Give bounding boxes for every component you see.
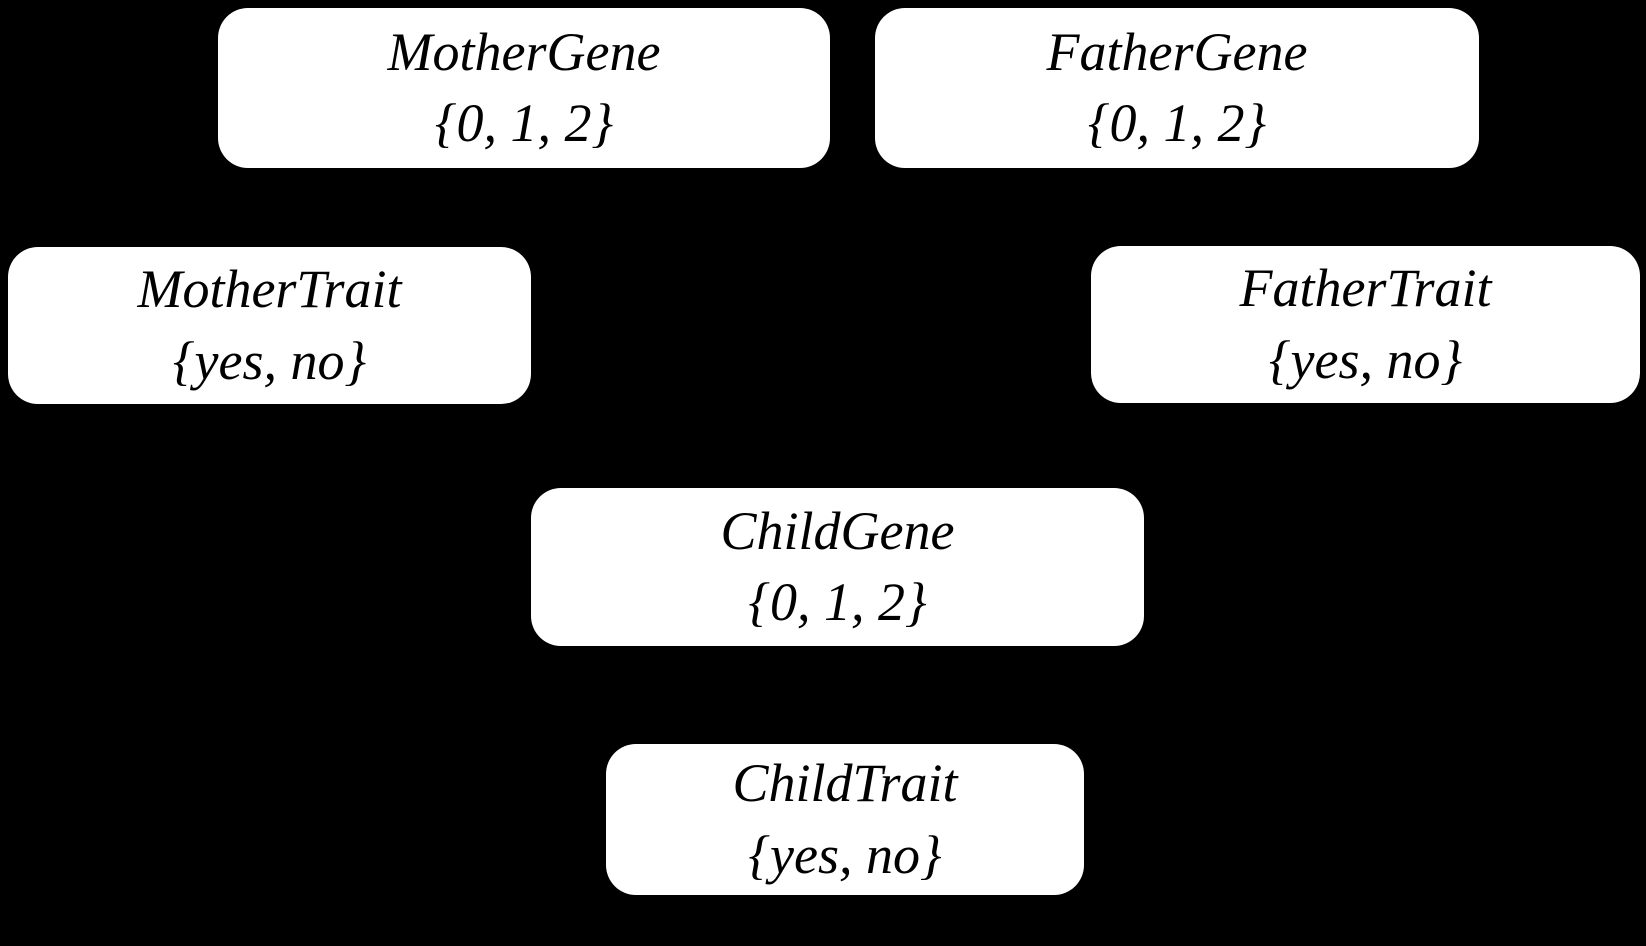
- node-father-gene-domain: {0, 1, 2}: [1087, 93, 1267, 153]
- node-mother-trait: MotherTrait {yes, no}: [8, 247, 531, 404]
- node-mother-trait-domain: {yes, no}: [172, 330, 367, 391]
- node-child-gene-domain: {0, 1, 2}: [748, 572, 927, 632]
- node-child-trait-title: ChildTrait: [732, 753, 958, 814]
- node-mother-gene-domain: {0, 1, 2}: [434, 93, 614, 153]
- node-father-gene-title: FatherGene: [1046, 21, 1308, 82]
- node-child-gene: ChildGene {0, 1, 2}: [531, 488, 1144, 646]
- node-father-trait-title: FatherTrait: [1239, 258, 1492, 319]
- node-mother-gene-title: MotherGene: [387, 21, 661, 82]
- node-child-trait-domain: {yes, no}: [748, 824, 942, 885]
- node-father-gene: FatherGene {0, 1, 2}: [875, 8, 1479, 168]
- node-father-trait: FatherTrait {yes, no}: [1091, 246, 1640, 403]
- node-mother-gene: MotherGene {0, 1, 2}: [218, 8, 830, 168]
- node-father-trait-domain: {yes, no}: [1268, 329, 1463, 390]
- node-mother-trait-title: MotherTrait: [137, 259, 402, 320]
- node-child-gene-title: ChildGene: [720, 500, 955, 561]
- node-child-trait: ChildTrait {yes, no}: [606, 744, 1084, 895]
